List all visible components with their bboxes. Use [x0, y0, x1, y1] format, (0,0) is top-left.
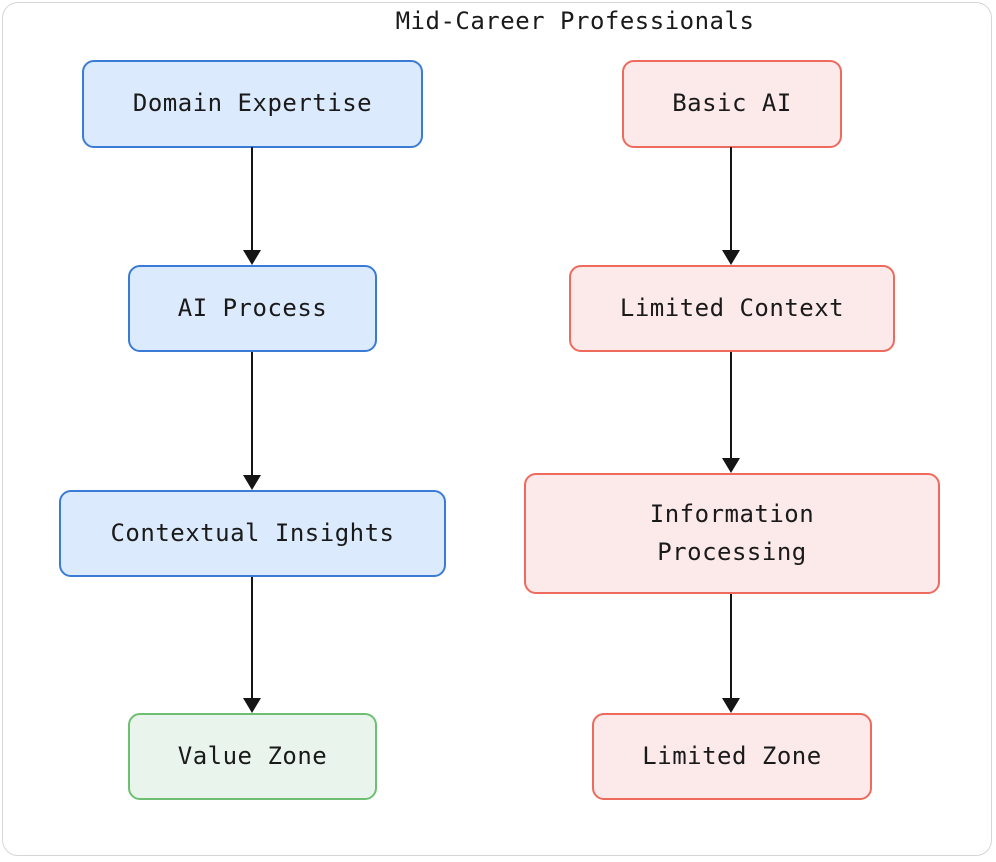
arrowhead-icon: [243, 475, 261, 490]
node-label-limited-zone: Limited Zone: [642, 741, 822, 770]
arrowhead-icon: [722, 698, 740, 713]
node-value-zone: Value Zone: [128, 713, 377, 800]
arrow-domain-expertise-to-ai-process: [251, 147, 253, 251]
node-label-ai-process: AI Process: [177, 293, 328, 322]
node-label-limited-context: Limited Context: [619, 293, 845, 322]
node-limited-zone: Limited Zone: [592, 713, 872, 800]
node-label-domain-expertise: Domain Expertise: [132, 89, 373, 118]
diagram-title: Mid-Career Professionals: [395, 7, 755, 35]
arrow-limited-context-to-information-processing: [730, 352, 732, 459]
node-label-contextual-insights: Contextual Insights: [110, 518, 395, 547]
arrowhead-icon: [722, 458, 740, 473]
node-contextual-insights: Contextual Insights: [59, 490, 446, 577]
arrow-contextual-insights-to-value-zone: [251, 577, 253, 699]
node-ai-process: AI Process: [128, 265, 377, 352]
node-basic-ai: Basic AI: [622, 60, 842, 148]
node-label-basic-ai: Basic AI: [672, 89, 792, 118]
node-information-processing: Information Processing: [524, 473, 940, 594]
arrow-information-processing-to-limited-zone: [730, 594, 732, 699]
arrowhead-icon: [243, 250, 261, 265]
node-label-value-zone: Value Zone: [177, 741, 328, 770]
arrow-basic-ai-to-limited-context: [730, 147, 732, 251]
node-label-information-processing: Information Processing: [649, 500, 815, 566]
node-limited-context: Limited Context: [569, 265, 895, 352]
arrowhead-icon: [243, 698, 261, 713]
arrow-ai-process-to-contextual-insights: [251, 352, 253, 476]
node-domain-expertise: Domain Expertise: [82, 60, 423, 148]
arrowhead-icon: [722, 250, 740, 265]
